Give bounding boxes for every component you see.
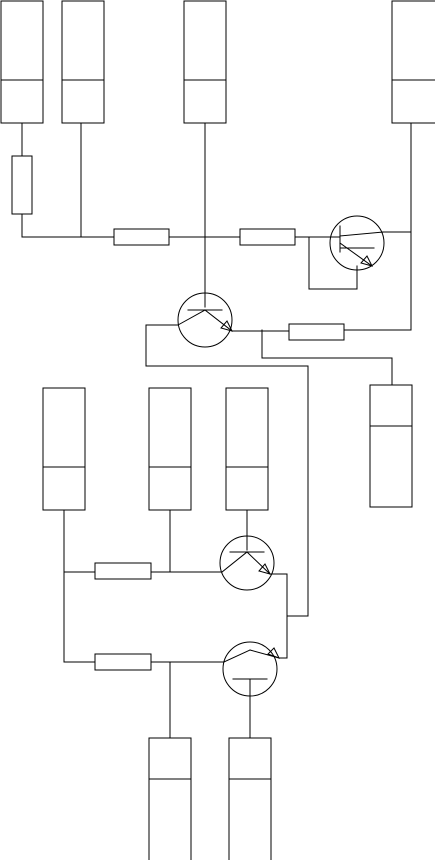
resistor-middle-right	[288, 323, 345, 341]
transistor-lower-top	[219, 534, 275, 591]
transistor-center	[177, 292, 233, 348]
resistor-lower-top	[94, 562, 152, 580]
terminal-block-top-2	[61, 0, 105, 124]
transistor-group	[177, 215, 385, 698]
terminal-block-right-mid	[369, 384, 413, 508]
transistor-top-right	[329, 215, 385, 271]
terminal-block-top-4	[391, 0, 435, 124]
wire-group	[21, 122, 412, 739]
transistor-lower-bottom	[222, 641, 281, 698]
